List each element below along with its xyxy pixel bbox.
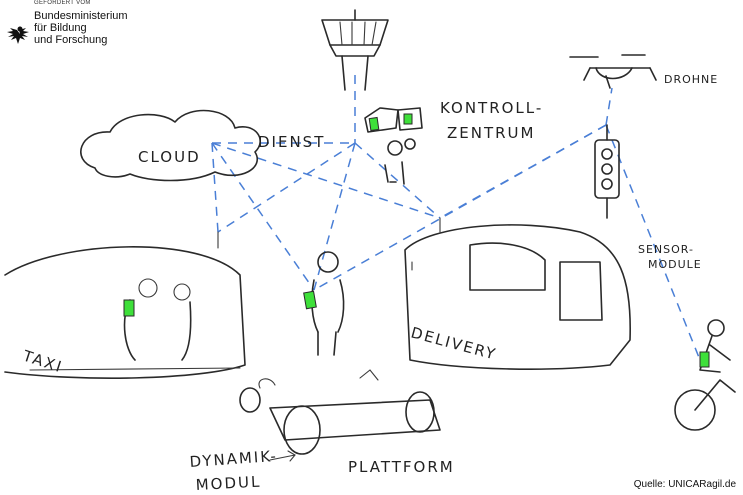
- ministry-name: Bundesministerium für Bildung und Forsch…: [34, 10, 184, 46]
- pedestrian-icon: [303, 251, 345, 356]
- ministry-line-3: und Forschung: [34, 34, 108, 46]
- control-center-icon: [364, 107, 423, 185]
- sensor-label-1: SENSOR-: [638, 243, 694, 256]
- drone-label: DROHNE: [664, 73, 718, 86]
- source-credit: Quelle: UNICARagil.de: [633, 479, 736, 490]
- communication-links: [211, 75, 701, 361]
- service-label: DIENST: [258, 133, 325, 151]
- sensor-label-2: MODULE: [648, 258, 702, 271]
- dynamics-label-2: MODUL: [195, 473, 261, 494]
- taxi-vehicle-icon: [4, 231, 246, 379]
- control-tower-icon: [321, 9, 389, 91]
- control-center-label-2: ZENTRUM: [447, 124, 535, 142]
- ministry-line-1: Bundesministerium: [34, 10, 128, 22]
- delivery-vehicle-icon: [404, 217, 632, 370]
- taxi-label: TAXI: [20, 346, 65, 376]
- dynamics-label-1: DYNAMIK-: [189, 447, 278, 471]
- sponsor-prefix: GEFÖRDERT VOM: [34, 0, 91, 6]
- delivery-label: DELIVERY: [409, 323, 499, 363]
- platform-label: PLATTFORM: [348, 458, 455, 476]
- platform-icon: [239, 369, 441, 455]
- traffic-light-icon: [594, 124, 620, 219]
- arrow-icon: [269, 450, 296, 462]
- drone-icon: [569, 54, 657, 89]
- cyclist-icon: [674, 319, 736, 431]
- federal-eagle-icon: [7, 26, 29, 44]
- cloud-label: CLOUD: [138, 148, 201, 166]
- ministry-line-2: für Bildung: [34, 22, 87, 34]
- control-center-label-1: KONTROLL-: [440, 99, 543, 117]
- cloud-icon: [80, 109, 261, 182]
